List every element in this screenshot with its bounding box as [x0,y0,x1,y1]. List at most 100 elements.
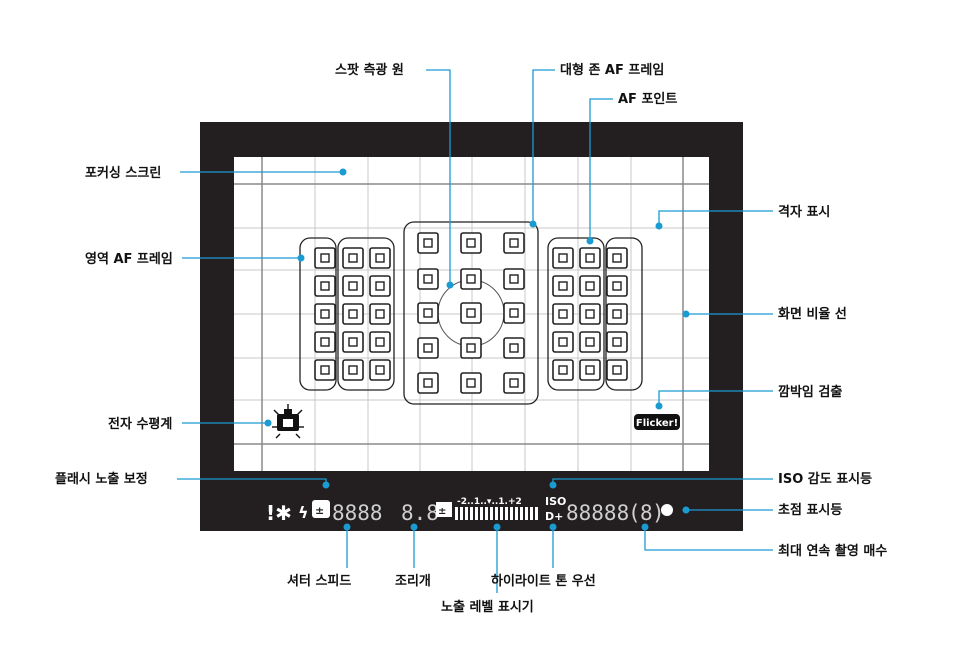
af-point-inner [558,365,568,375]
leader-dot [641,523,649,531]
af-point-inner [585,365,595,375]
leader-flicker [658,390,773,406]
exposure-tick [460,507,463,520]
af-point [342,331,364,353]
af-point-inner [585,309,595,319]
exposure-tick [520,507,523,520]
label-electronic-level: 전자 수평계 [108,416,172,432]
af-point-inner [348,309,358,319]
af-point [503,268,525,290]
af-point-inner [375,253,385,263]
iso-indicator-text: ISO [545,495,566,508]
af-point [342,247,364,269]
af-point-inner [348,365,358,375]
af-point-inner [509,343,519,353]
af-point [552,247,574,269]
af-point-inner [558,281,568,291]
leader-dot [682,506,690,514]
af-point [460,302,482,324]
af-point-inner [612,309,622,319]
af-point [606,359,628,381]
exposure-tick [490,507,493,520]
label-focus-indicator: 초점 표시등 [778,503,842,518]
leader-dot [297,254,305,262]
info-bar: !✱ ϟ ± 8888 8.8 ± -2..1..▾..1.+2 ISO D+ … [266,495,673,525]
shutter-speed-digits: 8888 [332,501,383,525]
af-point [369,331,391,353]
label-exposure-level: 노출 레벨 표시기 [441,599,534,615]
af-point [606,247,628,269]
level-ray [273,409,280,416]
af-point-inner [423,274,433,284]
d-plus-indicator-text: D+ [545,510,563,523]
leader-dot [264,419,272,427]
label-shutter-speed: 셔터 스피드 [287,573,351,589]
af-point [417,302,439,324]
af-point-inner [509,308,519,318]
af-point-inner [558,309,568,319]
af-point [579,359,601,381]
exposure-tick [495,507,498,520]
af-point-inner [423,308,433,318]
screen-content: Flicker! [234,157,709,471]
zone-af-bracket [547,237,605,391]
af-point [503,372,525,394]
af-point [314,247,336,269]
af-point-inner [423,343,433,353]
af-point [579,247,601,269]
af-point-inner [466,343,476,353]
af-point-inner [348,253,358,263]
exposure-tick [470,507,473,520]
af-point [503,232,525,254]
zone-af-bracket [337,237,395,391]
leader-dot [410,523,418,531]
af-point-inner [466,378,476,388]
af-point [369,359,391,381]
flash-bolt-icon: ϟ [298,503,309,522]
level-ray [295,433,301,439]
af-point-inner [375,337,385,347]
af-point [503,302,525,324]
af-point [314,275,336,297]
exposure-tick [455,507,458,520]
label-aperture: 조리개 [395,573,431,589]
label-spot-metering: 스팟 측광 원 [335,62,404,78]
af-point-inner [348,281,358,291]
burst-bracket-close: ) [652,501,665,525]
af-point [552,303,574,325]
zone-af-bracket [299,237,337,391]
af-point [460,232,482,254]
label-focusing-screen: 포커싱 스크린 [85,165,161,181]
af-point [417,268,439,290]
label-flash-exposure-comp: 플래시 노출 보정 [55,471,148,487]
label-large-zone-af: 대형 존 AF 프레임 [560,62,664,78]
af-point-inner [423,238,433,248]
label-grid-display: 격자 표시 [778,205,830,220]
leader-spot-metering [426,69,451,285]
af-point [460,372,482,394]
af-point [460,268,482,290]
exposure-tick [535,507,538,520]
af-point [606,303,628,325]
af-point [417,232,439,254]
af-point [579,275,601,297]
exposure-tick [480,507,483,520]
focus-indicator-dot [661,504,673,516]
leader-large-zone-af [532,69,555,224]
af-point [579,303,601,325]
leader-dot [339,168,347,176]
af-point [579,331,601,353]
burst-bracket-open: ( [628,501,641,525]
burst-bracket-digit: 8 [640,501,653,525]
exposure-tick [510,507,513,520]
exposure-scale-text: -2..1..▾..1.+2 [457,497,522,507]
label-af-point: AF 포인트 [618,91,677,107]
af-point [314,359,336,381]
af-point-inner [585,337,595,347]
af-point [503,337,525,359]
exposure-tick [530,507,533,520]
af-point-inner [509,378,519,388]
exposure-level-scale [455,507,538,520]
af-point [606,275,628,297]
af-point-inner [585,281,595,291]
